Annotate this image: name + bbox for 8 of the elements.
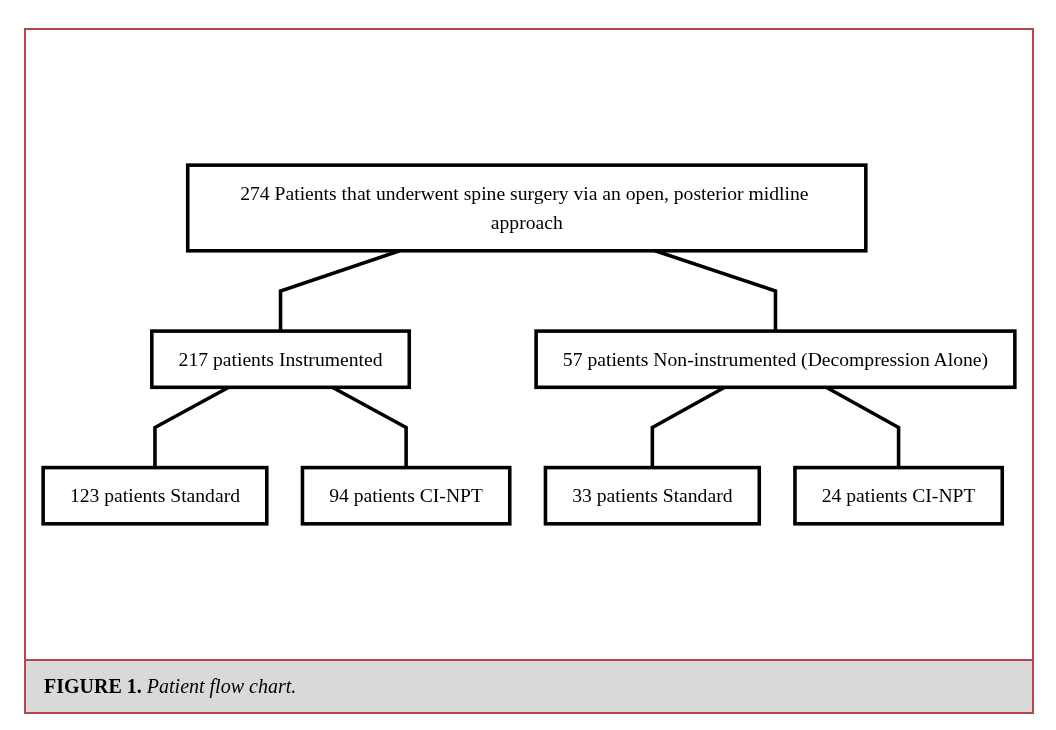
figure-caption: FIGURE 1. Patient flow chart. <box>44 675 297 697</box>
node-box: 274 Patients that underwent spine surgery via an open, posterior midline approach <box>185 163 868 253</box>
node-box: 217 patients Instrumented <box>150 329 412 390</box>
node-box: 33 patients Standard <box>543 465 762 526</box>
node-box: 123 patients Standard <box>41 465 269 526</box>
node-box: 24 patients CI-NPT <box>793 465 1005 526</box>
node-box: 57 patients Non-instrumented (Decompression Alone) <box>534 329 1017 390</box>
node-box: 94 patients CI-NPT <box>300 465 512 526</box>
